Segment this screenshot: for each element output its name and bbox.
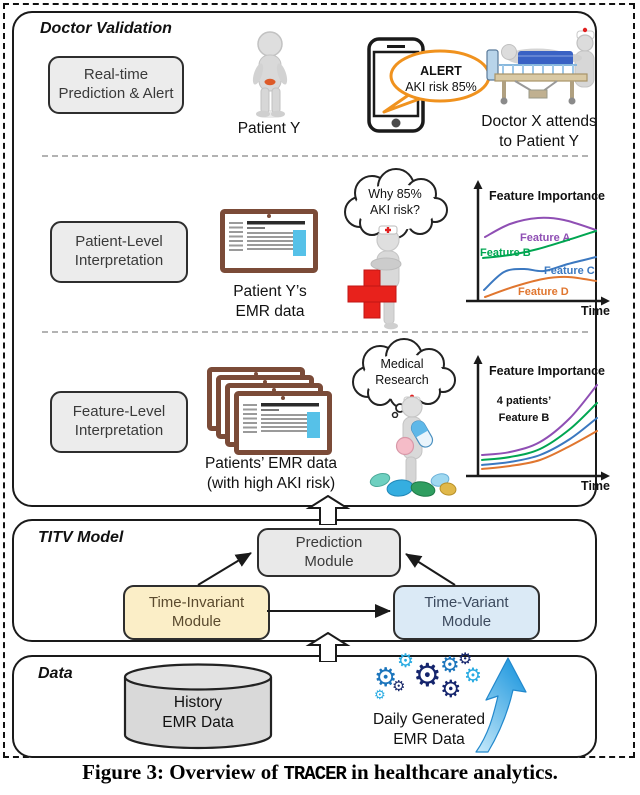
chart-2-title: Feature Importance [488, 364, 605, 378]
caption-prefix: Figure 3: Overview of [82, 760, 284, 784]
gear-icon: ⚙ [440, 676, 462, 703]
caption-suffix: in healthcare analytics. [345, 760, 558, 784]
feature-importance-chart-1: Feature A Feature B Feature C Feature D Fea… [460, 180, 610, 322]
hospital-bed-doctor [486, 27, 595, 105]
gear-icon: ⚙ [464, 665, 482, 687]
row-separator [42, 331, 588, 333]
feature-level-interpretation-box: Feature-Level Interpretation [50, 391, 188, 453]
why-bubble-text: Why 85% AKI risk? [368, 187, 422, 218]
patient-level-interpretation-box: Patient-Level Interpretation [50, 221, 188, 283]
feature-importance-chart-2: Feature Importance 4 patients’ Feature B… [460, 355, 610, 497]
chart-2-annotation: 4 patients’ Feature B [496, 395, 552, 424]
svg-text:Feature B: Feature B [480, 247, 531, 259]
svg-text:Feature A: Feature A [520, 232, 570, 244]
gear-icon: ⚙ [440, 652, 460, 677]
gear-icon: ⚙ [413, 657, 442, 693]
section-title-data: Data [38, 665, 73, 682]
stacked-emr-monitors [207, 367, 332, 455]
svg-text:Feature D: Feature D [518, 286, 569, 298]
gears-cluster: ⚙ ⚙ ⚙ ⚙ ⚙ ⚙ ⚙ ⚙ ⚙ [372, 652, 490, 714]
growth-arrow-icon [475, 657, 527, 753]
doctor-attends-label: Doctor X attends to Patient Y [481, 113, 597, 151]
emr-highlight-block [293, 230, 306, 256]
patients-emr-label: Patients’ EMR data (with high AKI risk) [204, 455, 338, 493]
gear-icon: ⚙ [374, 687, 386, 702]
section-title-doctor-validation: Doctor Validation [40, 20, 172, 37]
alert-bubble-text: ALERT AKI risk 85% [398, 63, 484, 96]
prediction-module-box: Prediction Module [257, 528, 401, 577]
daily-generated-label: Daily Generated EMR Data [372, 711, 485, 749]
emr-monitor [220, 209, 318, 273]
figure-caption: Figure 3: Overview of TRACER in healthca… [0, 760, 640, 785]
history-database-cylinder [123, 663, 273, 750]
section-title-titv-model: TITV Model [38, 529, 124, 546]
svg-text:Feature C: Feature C [544, 265, 595, 277]
gear-icon: ⚙ [397, 651, 415, 672]
history-emr-label: History EMR Data [162, 694, 234, 732]
capsule-icon [410, 420, 434, 448]
patient-figure [252, 31, 288, 118]
block-arrow-up-data-to-titv [305, 632, 351, 662]
nurse-cap-cross-icon [385, 227, 391, 233]
chart-2-xlabel: Time [581, 479, 610, 493]
gear-icon: ⚙ [458, 651, 473, 668]
pill-icon [395, 436, 415, 456]
gear-icon: ⚙ [392, 678, 406, 695]
row-separator [42, 155, 588, 157]
thought-bubble-why [344, 168, 448, 248]
thought-bubble-research [352, 338, 456, 418]
chart-2-plot [466, 355, 610, 481]
time-variant-module-box: Time-Variant Module [393, 585, 540, 640]
red-cross-dot-icon [582, 27, 588, 33]
time-invariant-module-box: Time-Invariant Module [123, 585, 270, 640]
alert-title: ALERT [420, 64, 462, 78]
scattered-pills [369, 473, 457, 497]
patient-emr-label: Patient Y’s EMR data [233, 283, 307, 321]
pain-spot-icon [264, 78, 276, 86]
gear-icon: ⚙ [374, 662, 398, 692]
alert-risk-text: AKI risk 85% [405, 80, 477, 95]
research-bubble-text: Medical Research [375, 357, 429, 388]
chart-1-title: Feature Importance [488, 189, 605, 203]
red-cross-icon [347, 269, 397, 319]
patient-y-label: Patient Y [237, 120, 301, 137]
real-time-prediction-alert-box: Real-time Prediction & Alert [48, 56, 184, 114]
researcher-figure-pills [369, 394, 457, 497]
chart-1-plot: Feature A Feature B Feature C Feature D [466, 180, 610, 306]
caption-code: TRACER [283, 763, 347, 785]
chart-1-xlabel: Time [581, 304, 610, 318]
nurse-figure [347, 225, 402, 330]
block-arrow-up-titv-to-validation [305, 495, 351, 525]
